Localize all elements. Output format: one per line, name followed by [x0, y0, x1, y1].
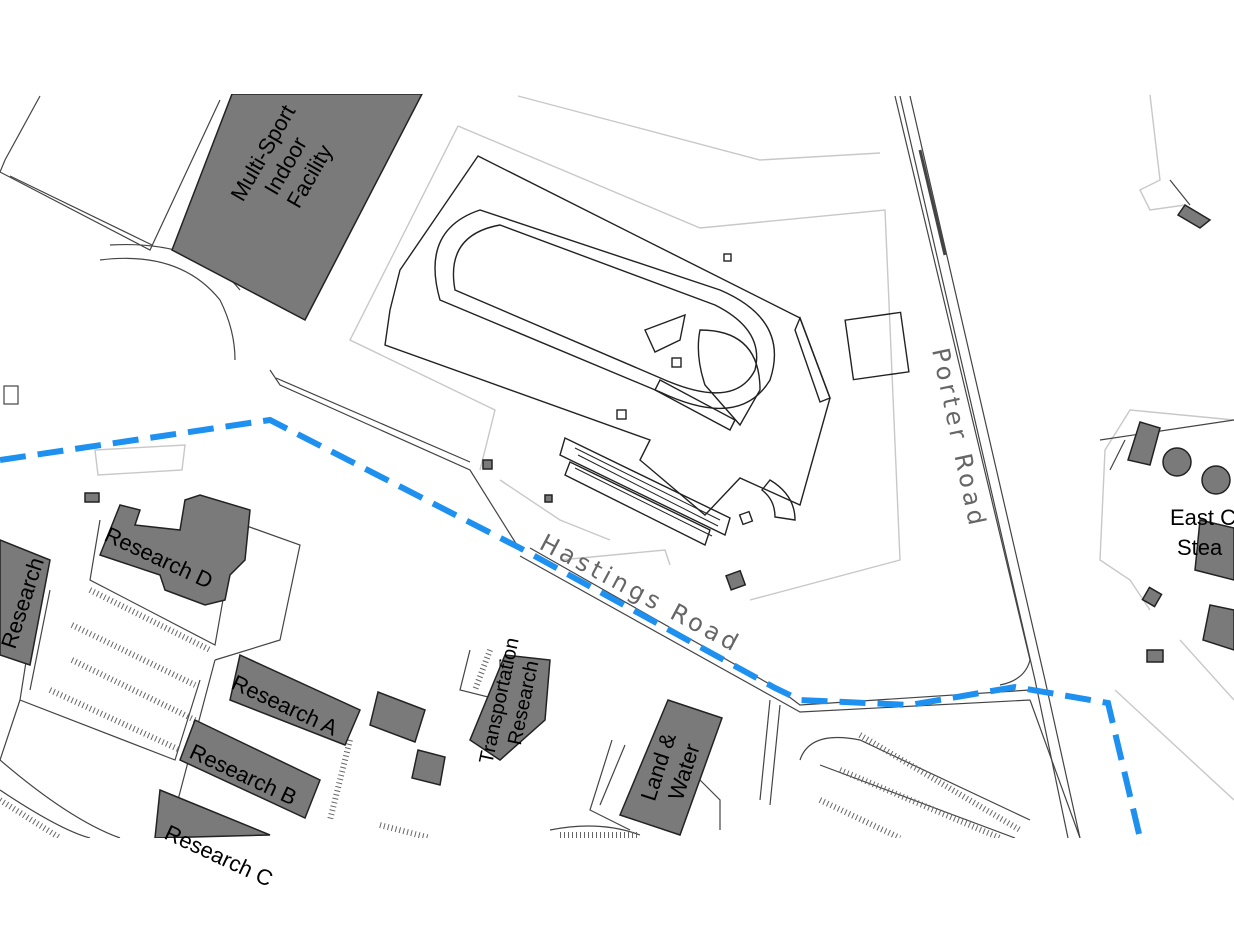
porter-road-label: Porter Road	[926, 345, 992, 531]
hastings-road-label: Hastings Road	[535, 529, 746, 659]
fence-lines	[94, 94, 1234, 801]
track-field	[384, 155, 910, 546]
bleacher-rows	[574, 447, 721, 537]
east-steam-label: East C Stea	[1170, 505, 1234, 560]
walking-route[interactable]	[0, 416, 1143, 838]
parking-stripes	[0, 587, 1022, 838]
multisport-building[interactable]	[171, 94, 423, 322]
buildings	[0, 94, 1234, 838]
site-outlines	[0, 95, 1234, 838]
